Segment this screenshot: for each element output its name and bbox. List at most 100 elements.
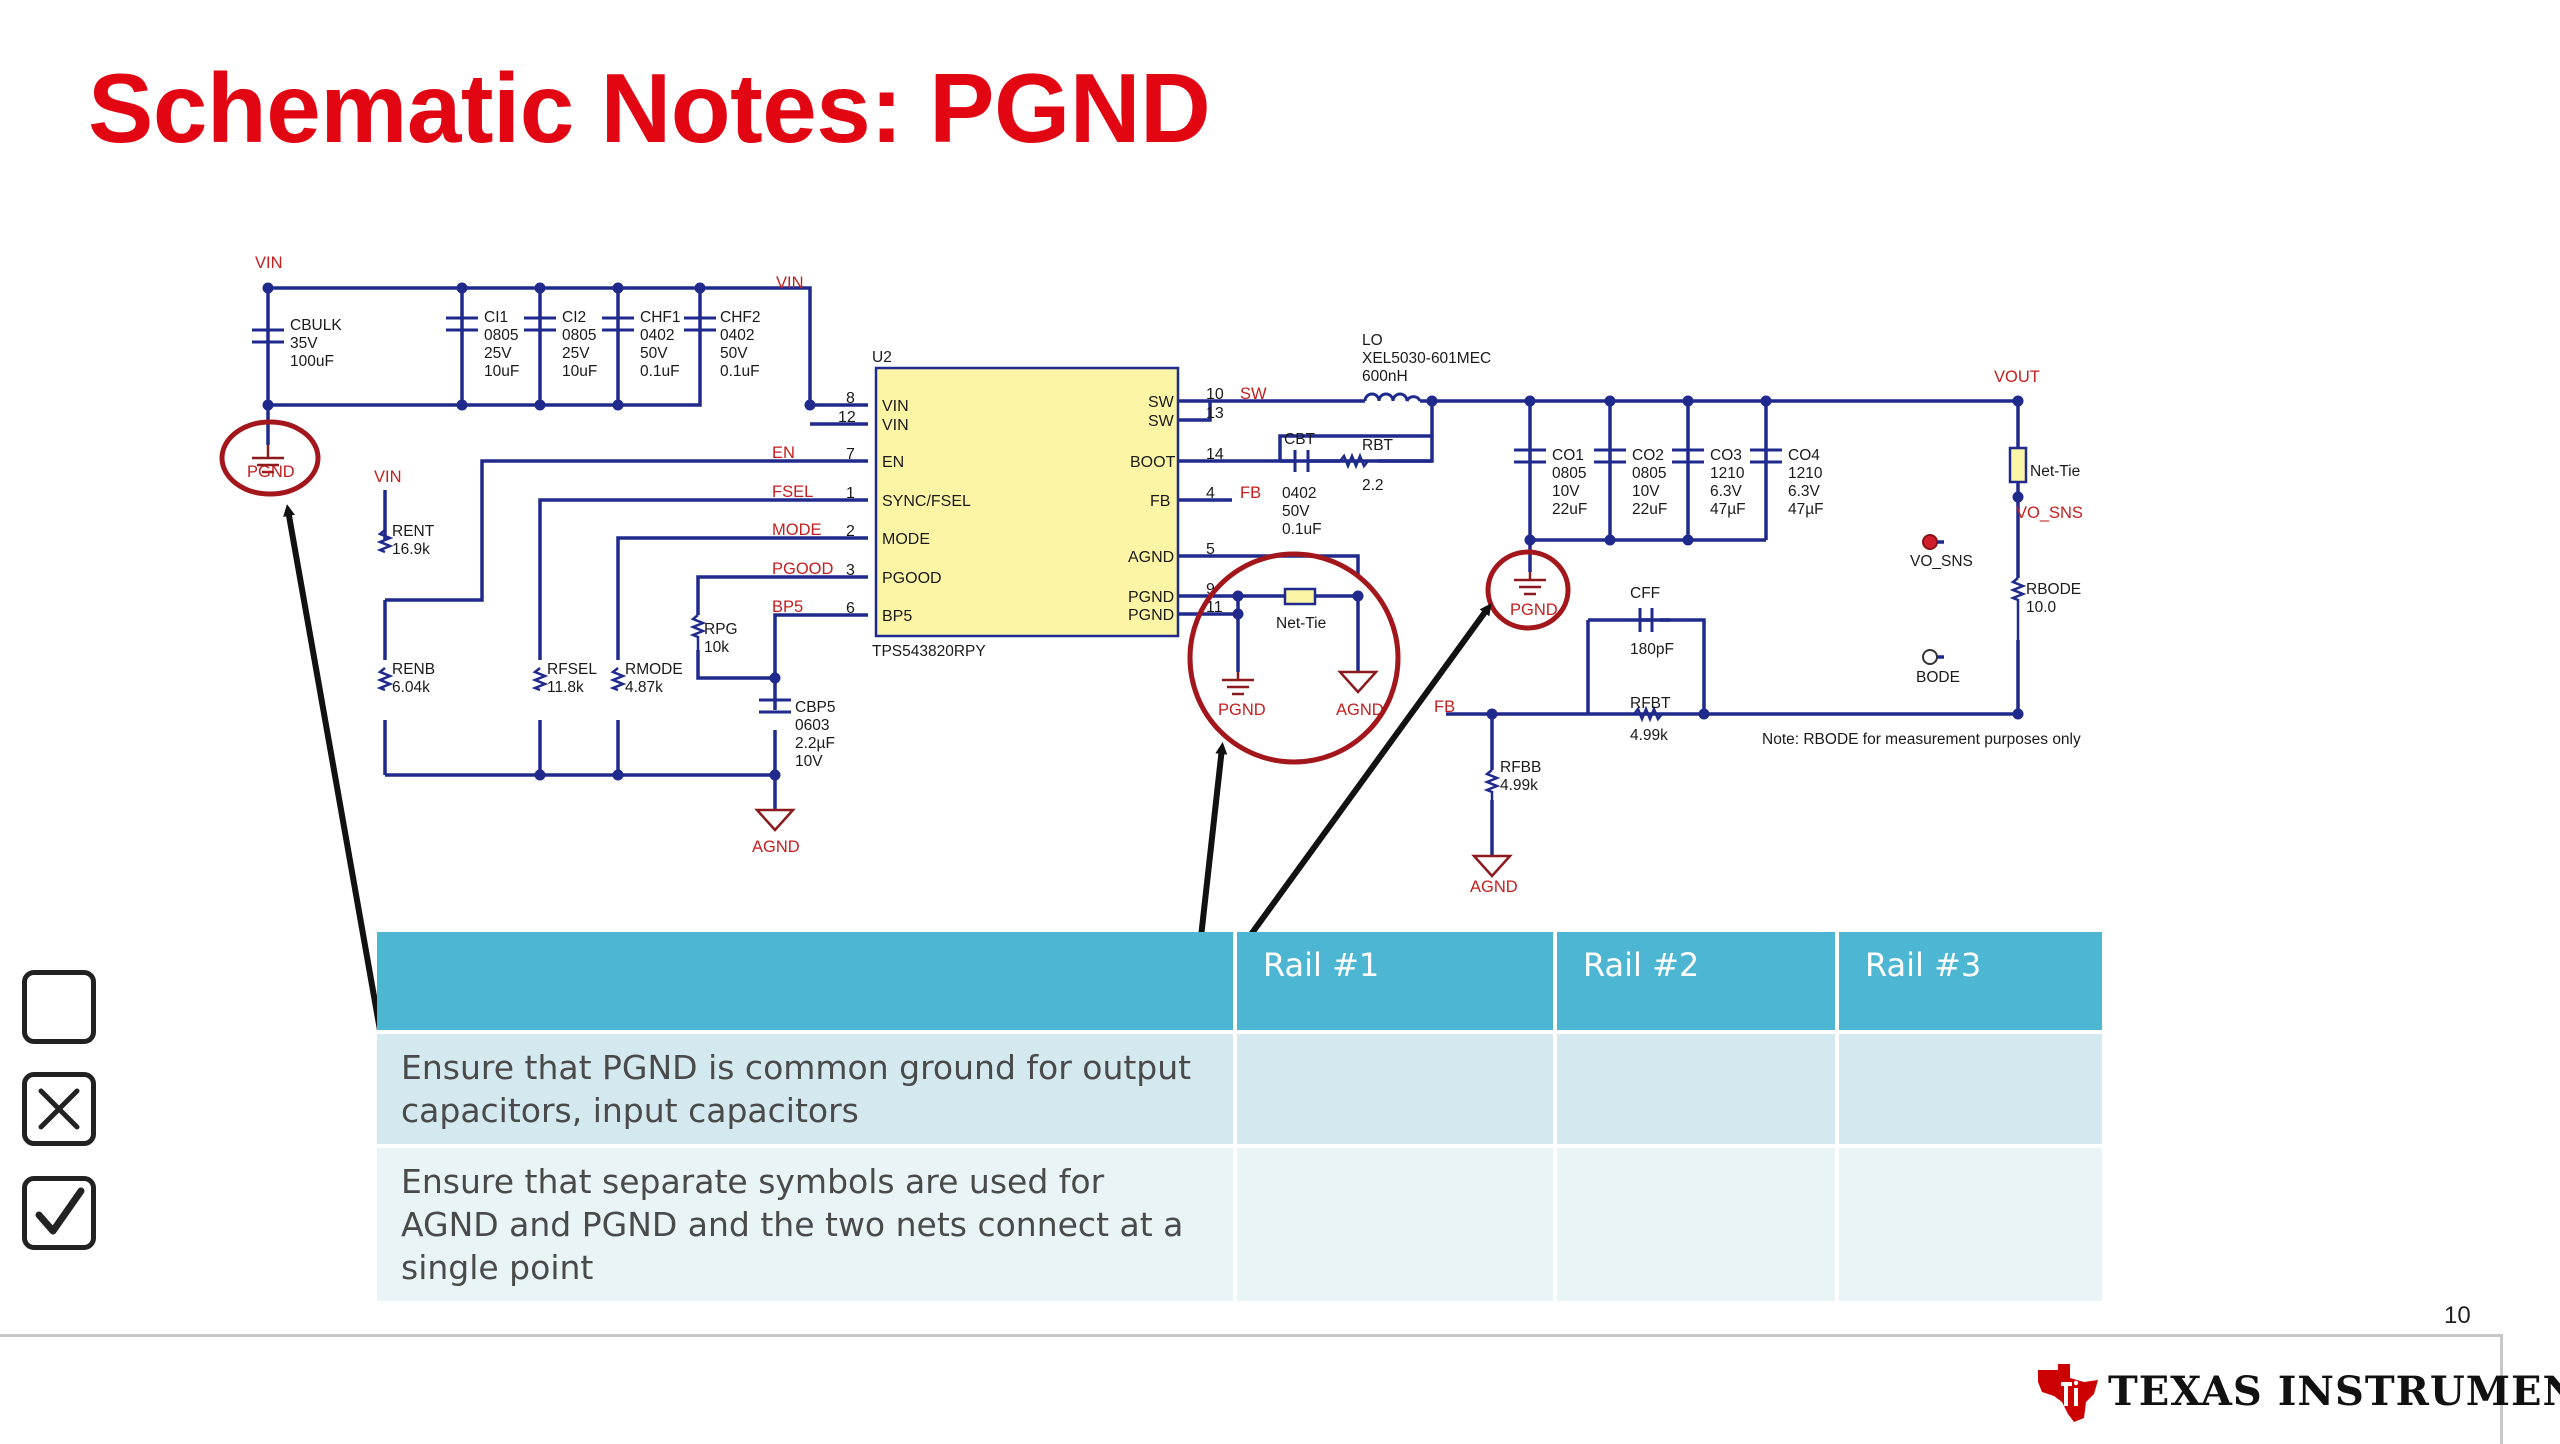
pin-label: SW [1148,413,1175,430]
co4-voltage: 6.3V [1788,483,1821,500]
rail-2-cell[interactable] [1557,1030,1839,1144]
chf2-size: 0402 [720,327,754,344]
resistor-symbols [376,452,2027,800]
net-tie-label: Net-Tie [2030,463,2080,480]
cbp5-ref: CBP5 [795,699,836,716]
chf1-value: 0.1uF [640,363,680,380]
pgnd-label: PGND [247,463,295,481]
net-label-mode: MODE [772,521,822,539]
pin-label: BOOT [1130,454,1176,471]
co1-voltage: 10V [1552,483,1580,500]
cbulk-voltage: 35V [290,335,318,352]
check-item-text: Ensure that PGND is common ground for ou… [377,1030,1237,1144]
test-point-bode [1922,649,1938,665]
schematic-wires [266,286,2020,856]
checkmark-checkbox-icon [22,1176,96,1250]
agnd-label: AGND [1470,878,1518,896]
component-labels: CBULK 35V 100uF CI1 0805 25V 10uF CI2 08… [290,309,2081,794]
pin-number: 6 [846,600,855,617]
co4-ref: CO4 [1788,447,1820,464]
rent-ref: RENT [392,523,435,540]
ic-right-pins: SW SW BOOT FB AGND PGND PGND 10 13 14 4 … [1128,386,1224,624]
pin-label: BP5 [882,608,912,625]
page-number: 10 [2444,1302,2471,1329]
agnd-symbols [754,670,1513,878]
callout-circles [219,419,1571,765]
net-label-en: EN [772,444,795,462]
ci1-voltage: 25V [484,345,512,362]
co4-value: 47µF [1788,501,1824,518]
column-header [377,932,1237,1030]
co3-ref: CO3 [1710,447,1742,464]
pin-label: PGND [1128,589,1174,606]
rail-2-cell[interactable] [1557,1144,1839,1301]
rfbb-ref: RFBB [1500,759,1541,776]
pgnd-label: PGND [1510,601,1558,619]
cbulk-ref: CBULK [290,317,342,334]
chf2-voltage: 50V [720,345,748,362]
chf2-ref: CHF2 [720,309,760,326]
junction-dots [262,282,2024,781]
ci1-size: 0805 [484,327,518,344]
net-tie-vout-body [2008,446,2028,484]
lo-part: XEL5030-601MEC [1362,350,1491,367]
ci2-voltage: 25V [562,345,590,362]
chf2-value: 0.1uF [720,363,760,380]
x-checkbox-icon [22,1072,96,1146]
rail-3-cell[interactable] [1839,1030,2102,1144]
cff-value: 180pF [1630,641,1674,658]
callout-circle-pgnd-input [219,419,321,497]
ti-logo-icon [2038,1364,2098,1422]
cbt-voltage: 50V [1282,503,1310,520]
pin-label: VIN [882,417,909,434]
net-label-fb: FB [1434,698,1455,716]
pin-number: 8 [846,390,855,407]
test-point-label: BODE [1916,669,1960,686]
pin-number: 4 [1206,485,1215,502]
table-row: Ensure that separate symbols are used fo… [377,1144,2102,1301]
co2-value: 22uF [1632,501,1667,518]
pin-label: MODE [882,531,930,548]
net-label-pgood: PGOOD [772,560,834,578]
rail-1-cell[interactable] [1237,1144,1557,1301]
net-labels: VIN VIN VIN EN FSEL MODE PGOOD BP5 SW FB… [255,254,2083,716]
column-header-rail-3: Rail #3 [1839,932,2102,1030]
column-header-rail-2: Rail #2 [1557,932,1839,1030]
renb-value: 6.04k [392,679,430,696]
ci2-ref: CI2 [562,309,586,326]
pgnd-symbols [252,445,1546,696]
schematic-note: Note: RBODE for measurement purposes onl… [1762,731,2081,748]
ground-labels: PGND PGND PGND AGND AGND AGND [247,463,1558,896]
net-label-vo-sns: VO_SNS [2016,504,2083,522]
co4-size: 1210 [1788,465,1823,482]
check-item-text: Ensure that separate symbols are used fo… [377,1144,1237,1301]
pin-label: SYNC/FSEL [882,493,971,510]
pin-label: FB [1150,493,1170,510]
test-point-label: VO_SNS [1910,553,1973,570]
cbt-ref: CBT [1284,431,1316,448]
rent-value: 16.9k [392,541,430,558]
net-label-fb: FB [1240,484,1261,502]
table-header-row: Rail #1 Rail #2 Rail #3 [377,932,2102,1030]
ci1-value: 10uF [484,363,519,380]
pin-number: 11 [1206,599,1223,616]
cbt-value: 0.1uF [1282,521,1322,538]
rail-1-cell[interactable] [1237,1030,1557,1144]
ci1-ref: CI1 [484,309,508,326]
cbulk-value: 100uF [290,353,334,370]
co3-size: 1210 [1710,465,1745,482]
rpg-value: 10k [704,639,729,656]
pin-number: 7 [846,446,855,463]
ic-body [874,366,1180,638]
cbp5-size: 0603 [795,717,829,734]
cff-ref: CFF [1630,585,1660,602]
column-header-rail-1: Rail #1 [1237,932,1557,1030]
pin-number: 5 [1206,541,1215,558]
co1-ref: CO1 [1552,447,1584,464]
check-mark-icon [35,1187,85,1235]
rbt-ref: RBT [1362,437,1394,454]
rail-3-cell[interactable] [1839,1144,2102,1301]
ic-part: TPS543820RPY [872,643,986,660]
net-tie-label: Net-Tie [1276,615,1326,632]
